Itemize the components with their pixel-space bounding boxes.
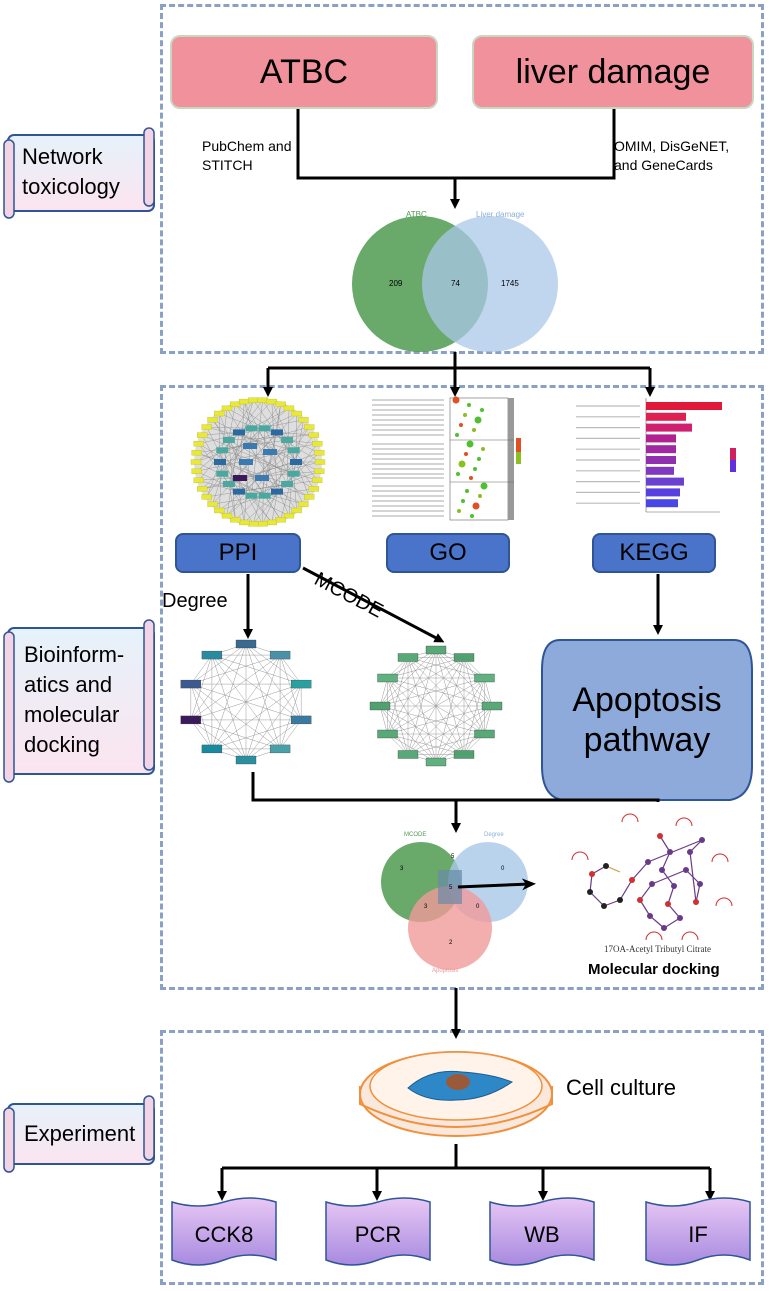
apoptosis-pathway-shape <box>541 639 753 801</box>
assay-wb: WB <box>524 1222 560 1247</box>
venn2-v5: 5 <box>449 885 453 891</box>
ppi-box: PPI <box>175 533 301 573</box>
scroll-network-toxicology <box>3 127 155 219</box>
venn2-label-b: Degree <box>484 832 504 838</box>
venn2-v2: 5 <box>451 854 455 860</box>
apoptosis-pathway-label: Apoptosis pathway <box>572 681 722 759</box>
degree-edge-label: Degree <box>162 590 228 612</box>
venn2-v4: 3 <box>424 904 428 910</box>
kegg-box: KEGG <box>592 533 716 573</box>
kegg-barchart-thumbnail <box>576 398 736 513</box>
section-label-network-toxicology: Network toxicology <box>22 144 120 199</box>
venn2-label-a: MCODE <box>404 832 427 838</box>
assay-cck8: CCK8 <box>194 1222 254 1247</box>
branch-connectors <box>263 352 655 397</box>
venn1-center-value: 74 <box>451 279 460 288</box>
venn1-left-value: 209 <box>389 279 403 288</box>
venn2-v6: 0 <box>476 904 480 910</box>
degree-network-thumbnail <box>180 639 312 765</box>
source-databases-left: PubChem and STITCH <box>202 138 292 173</box>
ligand-caption: 17OA-Acetyl Tributyl Citrate <box>604 944 711 954</box>
panel-bioinformatics <box>160 385 764 990</box>
molecular-docking-structure <box>571 813 733 941</box>
go-dotplot-thumbnail <box>372 396 521 521</box>
assay-connectors <box>217 1144 715 1201</box>
assay-if: IF <box>688 1222 708 1247</box>
panel-network-toxicology <box>160 4 764 354</box>
venn2-label-c: Apoptosis <box>432 968 459 974</box>
venn1-right-label: Liver damage <box>476 210 525 219</box>
assay-pcr: PCR <box>354 1222 402 1247</box>
panel-experiment <box>160 1030 764 1285</box>
ppi-network-thumbnail <box>190 397 326 527</box>
liver-damage-box: liver damage <box>472 35 754 109</box>
atbc-box: ATBC <box>170 35 438 109</box>
section-label-bioinformatics: Bioinform- atics and molecular docking <box>24 642 125 757</box>
venn2-v7: 2 <box>449 940 453 946</box>
venn2-v1: 3 <box>400 866 404 872</box>
scroll-bioinformatics <box>3 619 155 783</box>
cell-culture-label: Cell culture <box>566 1075 677 1100</box>
petri-dish-icon <box>359 1051 553 1137</box>
molecular-docking-label: Molecular docking <box>588 961 720 978</box>
go-box: GO <box>386 533 510 573</box>
venn2-v3: 0 <box>501 866 505 872</box>
venn-atbc-liver <box>352 216 558 352</box>
source-databases-right: OMIM, DisGeNET, and GeneCards <box>614 138 730 173</box>
section-label-experiment: Experiment <box>24 1121 136 1146</box>
top-connectors <box>296 108 616 209</box>
merge-connector <box>251 772 660 833</box>
venn1-left-label: ATBC <box>406 210 427 219</box>
venn-three-way <box>381 842 528 970</box>
analysis-connectors <box>243 566 663 643</box>
docking-arrow <box>457 878 536 891</box>
mcode-network-thumbnail <box>369 645 503 767</box>
venn1-right-value: 1745 <box>501 279 519 288</box>
scroll-experiment <box>3 1095 155 1173</box>
